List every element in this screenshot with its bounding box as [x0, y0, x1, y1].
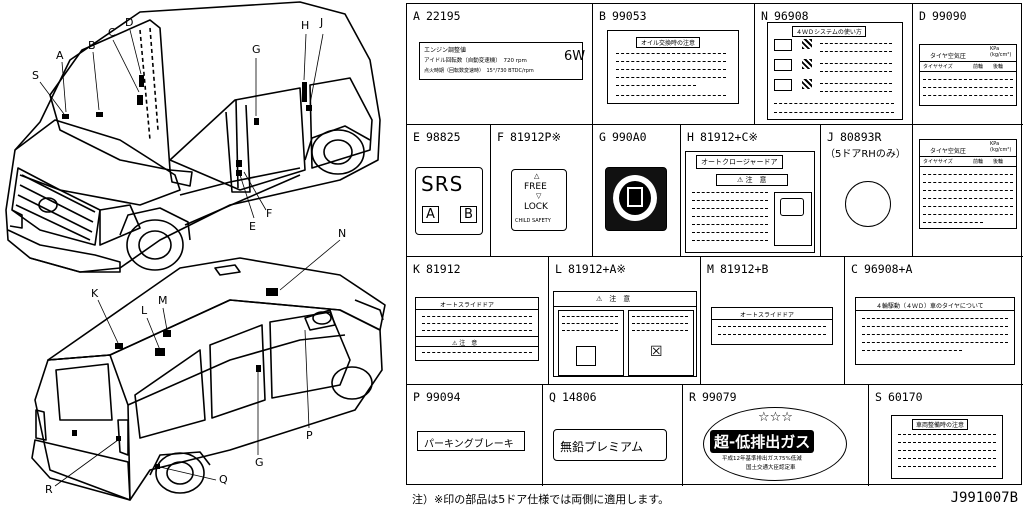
4wd-tire-label: ４輪駆動（４ＷＤ）車のタイヤについて [855, 297, 1015, 365]
auto-closure-door-label: オートクロージャードア ⚠ 注 意 [685, 151, 815, 253]
parking-brake-label: パーキングブレーキ [417, 431, 525, 451]
low-emission-label: ☆☆☆ 超-低排出ガス 平成12年基準排出ガス75%低減 国土交通大臣認定車 [703, 407, 847, 481]
callout-s: S [32, 69, 39, 82]
child-lock-label: △ FREE ▽ LOCK CHILD SAFETY [511, 169, 567, 231]
fuel-lid-label [597, 163, 675, 237]
engine-tuning-label: エンジン調整値 アイドル回転数（自動変速機） 720 rpm 点火時期（回転数変… [419, 42, 585, 80]
callout-b: B [88, 39, 96, 52]
front-label-markers [62, 75, 312, 176]
callout-d: D [125, 16, 134, 29]
callout-n: N [338, 227, 347, 240]
srs-airbag-label: SRS A B [415, 167, 483, 235]
maintenance-caution-label: 車両整備時の注意 [891, 415, 1003, 479]
slide-door-caution-label: ⚠ 注 意 ☒ [553, 291, 697, 377]
4wd-system-label: ４ＷＤシステムの使い方 [767, 22, 903, 120]
callout-f: F [266, 207, 273, 220]
cell-d2: タイヤ空気圧 KPa (kg/cm²) タイヤサイズ 前輪 後輪 [913, 125, 1023, 257]
callout-h: H [301, 19, 310, 32]
callout-e: E [249, 220, 256, 233]
callout-k: K [91, 287, 99, 300]
round-label [845, 181, 891, 227]
callout-g-rear: G [255, 456, 264, 469]
callout-l: L [141, 304, 148, 317]
auto-slide-door-label: オートスライドドア ⚠ 注 意 [415, 297, 539, 361]
unleaded-premium-label: 無鉛プレミアム [553, 429, 667, 461]
rear-leader-lines [54, 239, 341, 487]
tire-pressure-label: タイヤ空気圧 KPa (kg/cm²) タイヤサイズ 前輪 後輪 [919, 44, 1017, 106]
callout-j: J [320, 16, 324, 29]
footnote: 注）※印の部品は5ドア仕様では両側に適用します。 [412, 493, 670, 506]
auto-slide-door-label-2: オートスライドドア [711, 307, 833, 345]
front-van-drawing [5, 1, 381, 273]
rear-van-drawing [31, 257, 386, 501]
callout-p: P [306, 429, 313, 442]
tire-pressure-label-2: タイヤ空気圧 KPa (kg/cm²) タイヤサイズ 前輪 後輪 [919, 139, 1017, 229]
callout-q: Q [219, 473, 228, 486]
front-leader-lines [39, 29, 324, 219]
oil-change-label: オイル交換時の注意 [607, 30, 739, 104]
callout-m: M [158, 294, 168, 307]
rear-label-markers [72, 288, 278, 469]
callout-c: C [108, 26, 116, 39]
callout-g: G [252, 43, 261, 56]
callout-a: A [56, 49, 64, 62]
van-illustration [5, 1, 386, 501]
diagram-code: J991007B [950, 490, 1018, 506]
callout-r: R [45, 483, 53, 496]
j-note: （5ドアRHのみ） [825, 149, 906, 160]
